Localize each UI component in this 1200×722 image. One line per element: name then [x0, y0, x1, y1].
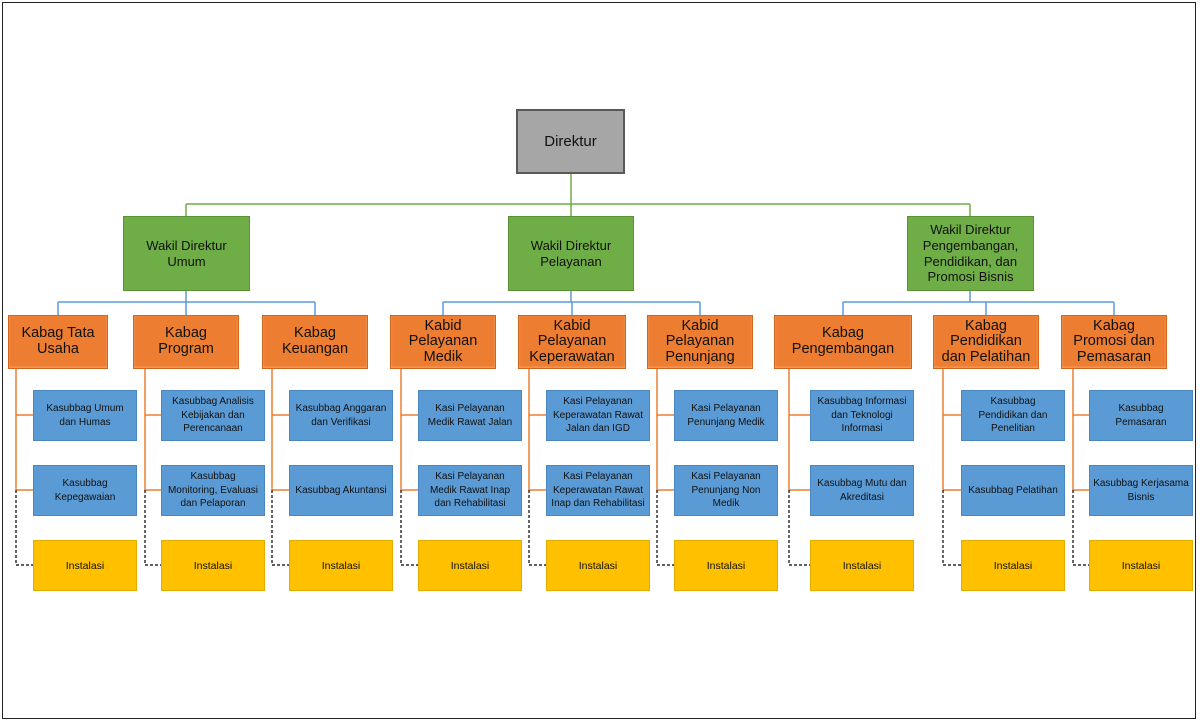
kasubbag-box: Kasubbag Pelatihan: [961, 465, 1065, 516]
kabag-pengembangan-box: Kabag Pengembangan: [774, 315, 912, 369]
kasubbag-box: Kasubbag Monitoring, Evaluasi dan Pelapo…: [161, 465, 265, 516]
instalasi-box: Instalasi: [1089, 540, 1193, 591]
kasubbag-box: Kasubbag Pemasaran: [1089, 390, 1193, 441]
kabid-pelayanan-medik-box: Kabid Pelayanan Medik: [390, 315, 496, 369]
instalasi-box: Instalasi: [810, 540, 914, 591]
kasubbag-box: Kasubbag Kepegawaian: [33, 465, 137, 516]
kasi-box: Kasi Pelayanan Penunjang Medik: [674, 390, 778, 441]
instalasi-box: Instalasi: [33, 540, 137, 591]
kabag-tata-usaha-box: Kabag Tata Usaha: [8, 315, 108, 369]
kabag-promosi-pemasaran-box: Kabag Promosi dan Pemasaran: [1061, 315, 1167, 369]
instalasi-box: Instalasi: [161, 540, 265, 591]
kasi-box: Kasi Pelayanan Keperawatan Rawat Inap da…: [546, 465, 650, 516]
instalasi-box: Instalasi: [961, 540, 1065, 591]
kasi-box: Kasi Pelayanan Medik Rawat Jalan: [418, 390, 522, 441]
wakil-direktur-umum-box: Wakil Direktur Umum: [123, 216, 250, 291]
kasubbag-box: Kasubbag Anggaran dan Verifikasi: [289, 390, 393, 441]
instalasi-box: Instalasi: [546, 540, 650, 591]
instalasi-box: Instalasi: [418, 540, 522, 591]
direktur-box: Direktur: [516, 109, 625, 174]
kasubbag-box: Kasubbag Mutu dan Akreditasi: [810, 465, 914, 516]
kasubbag-box: Kasubbag Umum dan Humas: [33, 390, 137, 441]
kasubbag-box: Kasubbag Pendidikan dan Penelitian: [961, 390, 1065, 441]
kabag-program-box: Kabag Program: [133, 315, 239, 369]
wakil-direktur-pelayanan-box: Wakil Direktur Pelayanan: [508, 216, 634, 291]
kasubbag-box: Kasubbag Akuntansi: [289, 465, 393, 516]
kasubbag-box: Kasubbag Kerjasama Bisnis: [1089, 465, 1193, 516]
kabag-keuangan-box: Kabag Keuangan: [262, 315, 368, 369]
instalasi-box: Instalasi: [674, 540, 778, 591]
kasi-box: Kasi Pelayanan Penunjang Non Medik: [674, 465, 778, 516]
kasubbag-box: Kasubbag Analisis Kebijakan dan Perencan…: [161, 390, 265, 441]
kasi-box: Kasi Pelayanan Keperawatan Rawat Jalan d…: [546, 390, 650, 441]
kabid-pelayanan-keperawatan-box: Kabid Pelayanan Keperawatan: [518, 315, 626, 369]
kabid-pelayanan-penunjang-box: Kabid Pelayanan Penunjang: [647, 315, 753, 369]
instalasi-box: Instalasi: [289, 540, 393, 591]
kabag-pendidikan-pelatihan-box: Kabag Pendidikan dan Pelatihan: [933, 315, 1039, 369]
kasi-box: Kasi Pelayanan Medik Rawat Inap dan Reha…: [418, 465, 522, 516]
kasubbag-box: Kasubbag Informasi dan Teknologi Informa…: [810, 390, 914, 441]
wakil-direktur-pengembangan-box: Wakil Direktur Pengembangan, Pendidikan,…: [907, 216, 1034, 291]
